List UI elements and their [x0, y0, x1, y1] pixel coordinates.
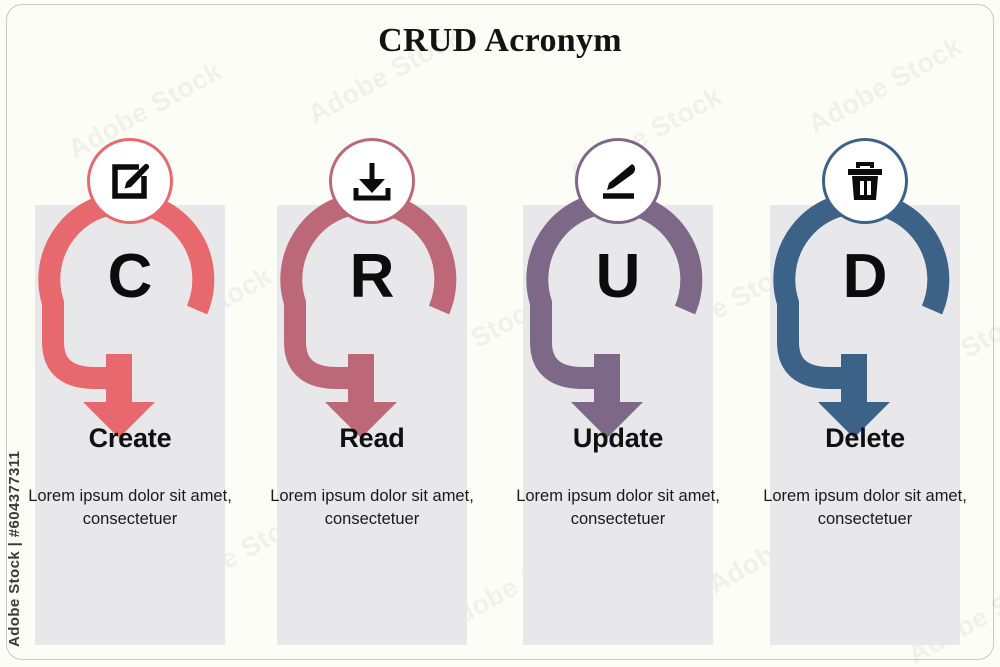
icon-badge-read — [329, 138, 415, 224]
arc-path-read — [280, 191, 457, 389]
arrow-head-delete — [818, 354, 890, 438]
arrow-head-read — [325, 354, 397, 438]
crud-column-delete: D Delete Lorem ipsum dolor sit amet, con… — [763, 120, 967, 647]
crud-heading: Read — [339, 423, 405, 453]
crud-description: Lorem ipsum dolor sit amet, consectetuer — [28, 487, 232, 529]
icon-badge-update — [575, 138, 661, 224]
crud-heading: Create — [88, 423, 172, 453]
arc-path-update — [526, 191, 703, 389]
pencil-square-icon — [112, 163, 150, 199]
crud-heading: Update — [572, 423, 664, 453]
crud-description: Lorem ipsum dolor sit amet, consectetuer — [516, 487, 720, 529]
arrow-head-update — [571, 354, 643, 438]
crud-letter: U — [595, 242, 641, 311]
arc-arrow-graphic — [38, 191, 215, 438]
crud-letter: R — [349, 242, 395, 311]
arc-path-delete — [773, 191, 950, 389]
arc-arrow-graphic — [773, 191, 950, 438]
arc-arrow-graphic — [280, 191, 457, 438]
crud-column-read: R Read Lorem ipsum dolor sit amet, conse… — [270, 120, 474, 647]
icon-badge-delete — [822, 138, 908, 224]
crud-letter: C — [107, 242, 153, 311]
stock-watermark-id: Adobe Stock | #604377311 — [6, 450, 23, 647]
crud-letter: D — [842, 242, 888, 311]
crud-description: Lorem ipsum dolor sit amet, consectetuer — [270, 487, 474, 529]
crud-heading: Delete — [825, 423, 905, 453]
trash-can-icon — [848, 162, 882, 200]
arc-arrow-graphic — [526, 191, 703, 438]
arrow-head-create — [83, 354, 155, 438]
download-tray-icon — [353, 163, 391, 201]
crud-column-update: U Update Lorem ipsum dolor sit amet, con… — [516, 120, 720, 647]
pen-underline-icon — [603, 164, 636, 199]
icon-badge-create — [87, 138, 173, 224]
arc-path-create — [38, 191, 215, 389]
crud-column-create: C Create Lorem ipsum dolor sit amet, con… — [28, 120, 232, 647]
crud-description: Lorem ipsum dolor sit amet, consectetuer — [763, 487, 967, 529]
page-title: CRUD Acronym — [378, 22, 622, 59]
